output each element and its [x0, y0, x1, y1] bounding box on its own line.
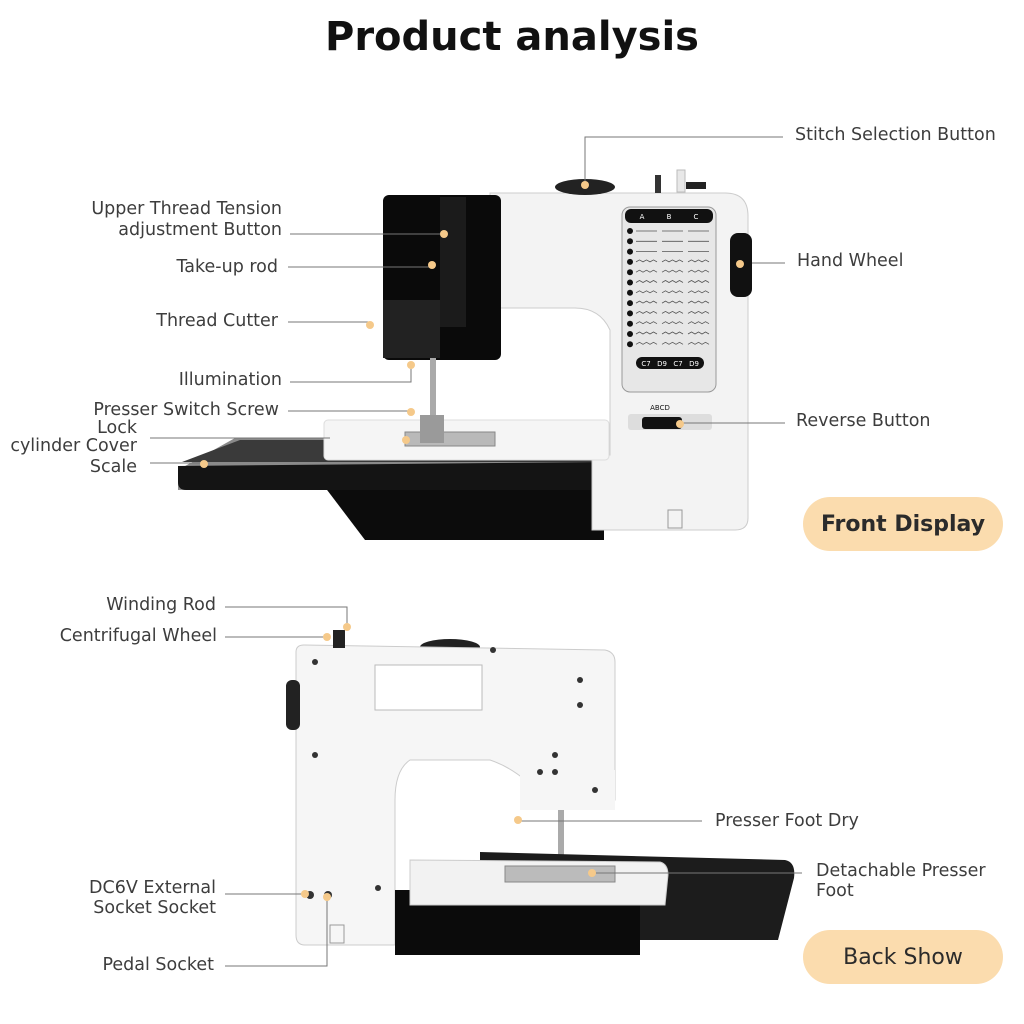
label-tension-line2: adjustment Button: [118, 220, 282, 240]
label-tension-line1: Upper Thread Tension: [91, 199, 282, 219]
stitch-pattern: [687, 259, 710, 263]
stitch-number-11: [627, 331, 633, 337]
stitch-pattern: [661, 259, 684, 263]
stitch-pattern: [661, 331, 684, 335]
stitch-pattern: [635, 321, 658, 325]
stitch-pattern: [687, 331, 710, 335]
stitch-pattern: [661, 310, 684, 314]
label-cylinder-cover: cylinder Cover: [10, 436, 137, 456]
leader-lines: [150, 136, 802, 967]
abcd-label: ABCD: [650, 404, 670, 412]
stitch-number-9: [627, 310, 633, 317]
stitch-pattern: [687, 290, 710, 294]
label-dc6v-line2: Socket Socket: [93, 898, 216, 918]
presser-foot-code: D9: [689, 360, 699, 368]
front-display-badge: Front Display: [803, 497, 1003, 551]
label-take-up-rod: Take-up rod: [176, 257, 279, 277]
label-detachable-line2: Foot: [816, 881, 854, 901]
stitch-pattern: [687, 280, 710, 283]
stitch-pattern: [661, 280, 684, 283]
stitch-number-2: [627, 238, 633, 245]
stitch-pattern: [661, 290, 684, 294]
stitch-pattern: [635, 280, 658, 283]
page-title: Product analysis: [325, 14, 699, 60]
stitch-pattern: [687, 269, 710, 273]
back-machine: [286, 630, 795, 955]
label-presser-switch-screw: Presser Switch Screw: [93, 400, 279, 420]
stitch-number-4: [627, 258, 633, 265]
label-reverse-button: Reverse Button: [796, 411, 931, 431]
stitch-pattern: [687, 321, 710, 325]
presser-foot-code: D9: [657, 360, 667, 368]
stitch-pattern: [635, 259, 658, 263]
label-scale: Scale: [89, 457, 137, 477]
stitch-pattern: [661, 300, 684, 304]
stitch-pattern: [635, 341, 658, 345]
back-show-badge: Back Show: [803, 930, 1003, 984]
stitch-pattern: [687, 341, 710, 345]
label-thread-cutter: Thread Cutter: [156, 311, 278, 331]
stitch-number-12: [627, 341, 633, 348]
stitch-pattern: [687, 310, 710, 314]
presser-foot-code: C7: [673, 360, 682, 368]
panel-column-header: A: [640, 213, 645, 221]
stitch-pattern: [635, 310, 658, 314]
label-presser-foot-dry: Presser Foot Dry: [715, 811, 859, 831]
callout-dots: [200, 181, 744, 901]
label-pedal-socket: Pedal Socket: [102, 955, 214, 975]
stitch-number-8: [627, 300, 633, 307]
stitch-number-5: [627, 269, 633, 276]
panel-column-header: C: [694, 213, 699, 221]
stitch-pattern: [635, 300, 658, 304]
panel-column-header: B: [667, 213, 672, 221]
label-illumination: Illumination: [178, 370, 282, 390]
label-stitch-selection-button: Stitch Selection Button: [795, 125, 996, 145]
label-detachable-line1: Detachable Presser: [816, 861, 986, 881]
stitch-pattern: [635, 269, 658, 273]
label-centrifugal-wheel: Centrifugal Wheel: [59, 626, 217, 646]
label-dc6v-line1: DC6V External: [89, 878, 216, 898]
stitch-number-6: [627, 279, 633, 286]
label-winding-rod: Winding Rod: [106, 595, 216, 615]
stitch-number-7: [627, 289, 633, 296]
stitch-pattern: [635, 290, 658, 294]
stitch-pattern: [661, 341, 684, 345]
stitch-pattern: [661, 321, 684, 325]
label-hand-wheel: Hand Wheel: [797, 251, 904, 271]
stitch-pattern: [687, 300, 710, 304]
stitch-number-3: [627, 248, 633, 255]
stitch-number-1: [627, 228, 633, 234]
stitch-pattern: [635, 331, 658, 335]
stitch-pattern: [661, 269, 684, 273]
presser-foot-code: C7: [641, 360, 650, 368]
stitch-number-10: [627, 320, 633, 327]
label-lock: Lock: [97, 418, 137, 438]
